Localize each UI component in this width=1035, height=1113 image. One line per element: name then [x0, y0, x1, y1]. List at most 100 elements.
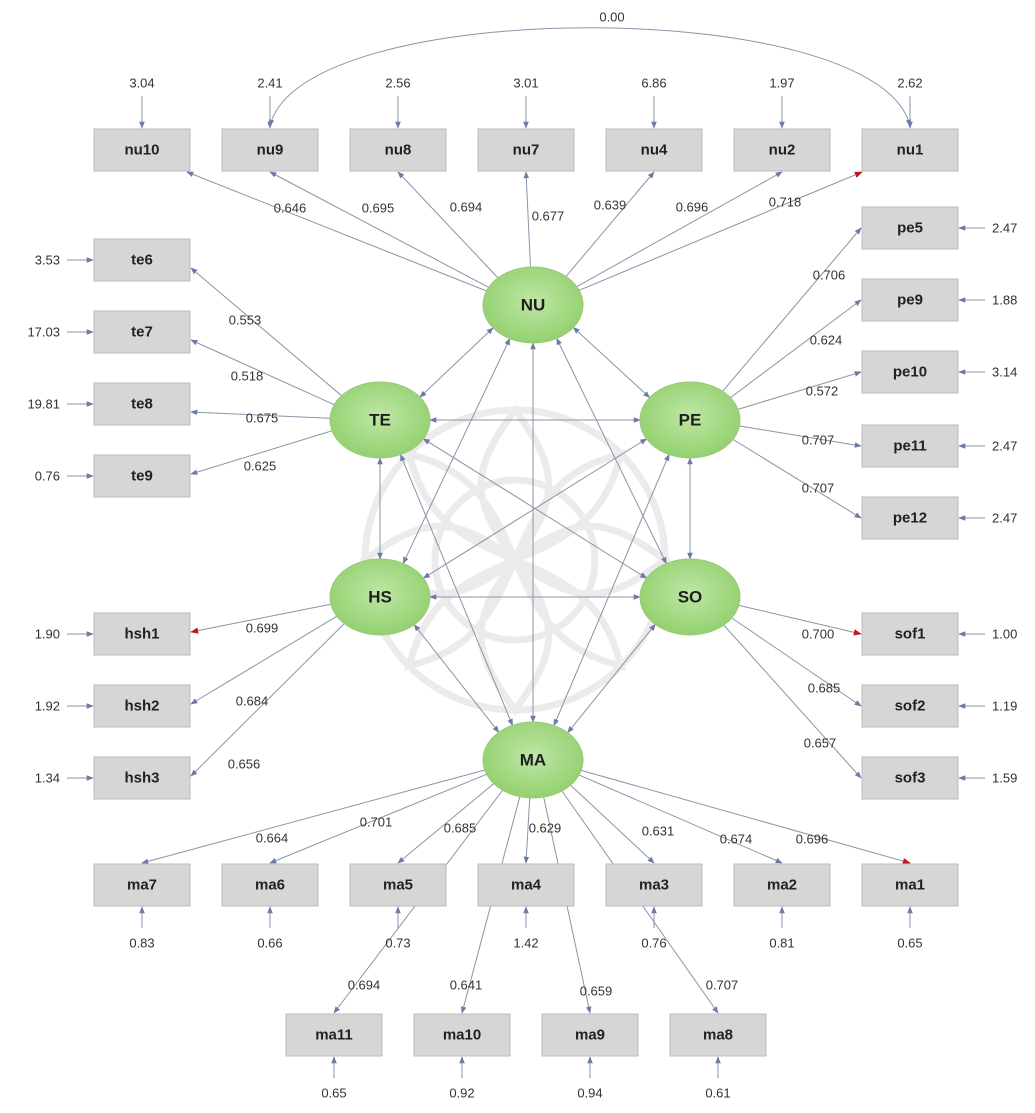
observed-label-nu1: nu1: [897, 142, 924, 159]
loading-path-pe-pe9: [726, 299, 862, 401]
observed-box-te8: [93, 382, 191, 426]
observed-box-sof3: [861, 756, 959, 800]
observed-label-ma6: ma6: [255, 877, 285, 894]
loading-path-pe-pe12: [728, 436, 862, 519]
observed-ma1: ma1: [861, 863, 959, 907]
observed-box-te9: [93, 454, 191, 498]
loading-label-nu4: 0.639: [594, 198, 627, 213]
loading-label-sof3: 0.657: [804, 736, 837, 751]
latent-nu: NU: [482, 266, 584, 344]
observed-nu1: nu1: [861, 128, 959, 172]
loading-label-ma4: 0.629: [529, 821, 562, 836]
error-variance-pe10: 3.14: [992, 365, 1017, 380]
error-variance-sof2: 1.19: [992, 699, 1017, 714]
observed-sof3: sof3: [861, 756, 959, 800]
loading-label-nu10: 0.646: [274, 201, 307, 216]
observed-pe12: pe12: [861, 496, 959, 540]
observed-ma6: ma6: [221, 863, 319, 907]
observed-label-sof2: sof2: [895, 698, 926, 715]
loading-label-ma11: 0.694: [348, 978, 381, 993]
error-variance-nu10: 3.04: [129, 76, 154, 91]
loading-label-ma2: 0.674: [720, 832, 753, 847]
covariance-pe-hs: [422, 438, 648, 579]
error-variance-nu4: 6.86: [641, 76, 666, 91]
loading-label-ma10: 0.641: [450, 978, 483, 993]
latent-label-pe: PE: [679, 411, 702, 430]
latent-ellipse-nu: [482, 266, 584, 344]
loading-label-hsh3: 0.656: [228, 757, 261, 772]
observed-box-te7: [93, 310, 191, 354]
loading-path-ma-ma1: [576, 768, 911, 865]
loading-label-sof2: 0.685: [808, 681, 841, 696]
observed-te6: te6: [93, 238, 191, 282]
observed-label-ma9: ma9: [575, 1027, 605, 1044]
error-variance-ma8: 0.61: [705, 1086, 730, 1101]
observed-box-nu7: [477, 128, 575, 172]
edges-layer: [67, 27, 985, 1078]
loading-label-nu1: 0.718: [769, 195, 802, 210]
loading-label-hsh2: 0.684: [236, 694, 269, 709]
latent-ellipse-hs: [329, 558, 431, 636]
loading-label-hsh1: 0.699: [246, 621, 279, 636]
observed-label-nu4: nu4: [641, 142, 668, 159]
loading-label-te9: 0.625: [244, 459, 277, 474]
loading-label-te7: 0.518: [231, 369, 264, 384]
observed-box-nu8: [349, 128, 447, 172]
covariance-nu-te: [419, 327, 494, 398]
observed-ma4: ma4: [477, 863, 575, 907]
loading-label-pe10: 0.572: [806, 384, 839, 399]
error-variance-pe5: 2.47: [992, 221, 1017, 236]
loading-path-te-te6: [190, 267, 346, 399]
observed-nu8: nu8: [349, 128, 447, 172]
loading-path-nu-nu9: [269, 171, 494, 291]
error-variance-pe12: 2.47: [992, 511, 1017, 526]
loading-label-te6: 0.553: [229, 313, 262, 328]
loading-path-te-te9: [190, 428, 337, 475]
observed-label-hsh2: hsh2: [124, 698, 159, 715]
observed-sof2: sof2: [861, 684, 959, 728]
latent-label-hs: HS: [368, 588, 392, 607]
observed-box-pe12: [861, 496, 959, 540]
observed-box-pe10: [861, 350, 959, 394]
observed-box-pe5: [861, 206, 959, 250]
loading-path-nu-nu8: [397, 171, 502, 282]
observed-label-nu7: nu7: [513, 142, 540, 159]
loading-label-ma5: 0.685: [444, 821, 477, 836]
loading-path-ma-ma6: [269, 772, 492, 864]
loading-label-te8: 0.675: [246, 411, 279, 426]
observed-box-nu2: [733, 128, 831, 172]
loading-label-pe5: 0.706: [813, 268, 846, 283]
observed-nu9: nu9: [221, 128, 319, 172]
loading-path-hs-hsh2: [190, 613, 342, 705]
loading-path-nu-nu1: [574, 171, 863, 293]
loading-path-ma-ma3: [566, 781, 655, 864]
observed-ma8: ma8: [669, 1013, 767, 1057]
observed-label-ma10: ma10: [443, 1027, 481, 1044]
observed-box-ma9: [541, 1013, 639, 1057]
error-variance-nu1: 2.62: [897, 76, 922, 91]
observed-label-pe12: pe12: [893, 510, 927, 527]
observed-hsh1: hsh1: [93, 612, 191, 656]
error-variance-ma3: 0.76: [641, 936, 666, 951]
latent-ellipse-pe: [639, 381, 741, 459]
error-variance-te7: 17.03: [27, 325, 60, 340]
observed-sof1: sof1: [861, 612, 959, 656]
observed-box-ma10: [413, 1013, 511, 1057]
loading-label-nu9: 0.695: [362, 201, 395, 216]
error-variance-te6: 3.53: [35, 253, 60, 268]
error-variance-nu9: 2.41: [257, 76, 282, 91]
loading-path-ma-ma7: [141, 768, 490, 865]
loading-label-pe9: 0.624: [810, 333, 843, 348]
observed-box-ma11: [285, 1013, 383, 1057]
error-variance-sof1: 1.00: [992, 627, 1017, 642]
loading-path-nu-nu10: [186, 171, 492, 294]
observed-label-ma7: ma7: [127, 877, 157, 894]
loading-label-pe11: 0.707: [802, 433, 835, 448]
observed-box-nu9: [221, 128, 319, 172]
observed-label-ma2: ma2: [767, 877, 797, 894]
observed-ma11: ma11: [285, 1013, 383, 1057]
observed-label-nu8: nu8: [385, 142, 412, 159]
observed-ma7: ma7: [93, 863, 191, 907]
